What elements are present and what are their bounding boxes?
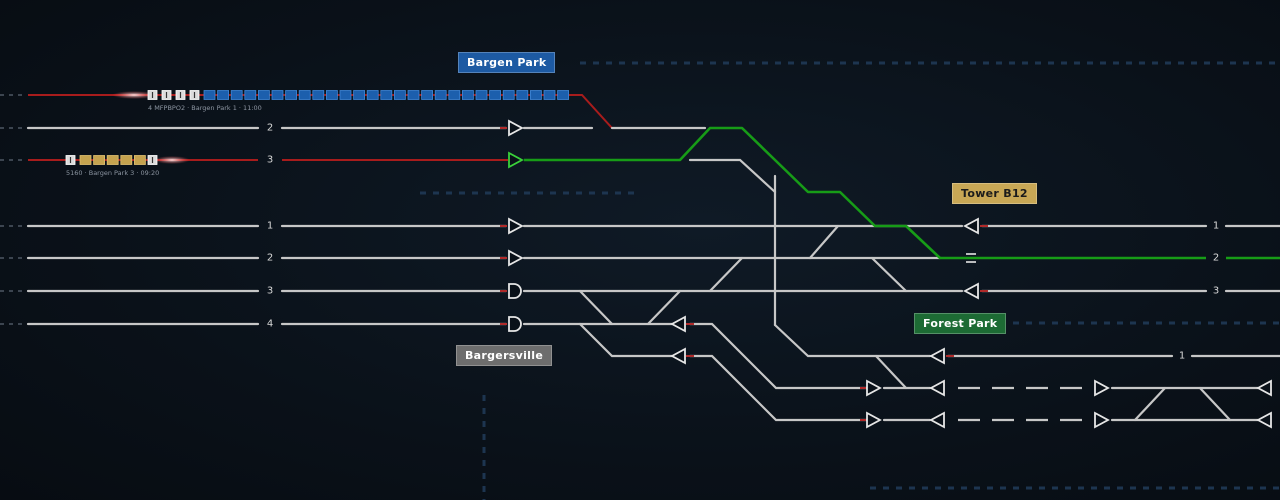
freight-car [106,155,119,165]
signal-east-far-lower-2[interactable] [1094,411,1110,429]
track-number-upper-3: 3 [267,155,273,166]
passenger-car [407,90,420,100]
passenger-car [530,90,542,100]
passenger-car [434,90,447,100]
freight-car [133,155,146,165]
train-mfpbpo2[interactable]: 4 MFPBPO2 · Bargen Park 1 · 11:00 [112,90,569,113]
signal-west-lower-1[interactable] [929,379,945,397]
signal-shunt-main-3[interactable] [508,283,522,299]
signal-west-far-lower-1[interactable] [1256,379,1272,397]
passenger-car [543,90,556,100]
signal-west-far-lower-2[interactable] [1256,411,1272,429]
passenger-car [203,90,216,100]
track-number-east-3: 3 [1213,286,1219,297]
passenger-car [475,90,488,100]
track-number-west-4: 4 [267,319,273,330]
freight-car [93,155,105,165]
signal-west-bargersville-5[interactable] [670,347,686,365]
dashed-track-segments [958,386,1090,422]
signal-east-main-2[interactable] [508,249,524,267]
passenger-car [448,90,461,100]
track-number-west-1: 1 [267,221,273,232]
track-number-east-1: 1 [1213,221,1219,232]
passenger-car [257,90,270,100]
passenger-car [312,90,325,100]
track-number-upper-2: 2 [267,123,273,134]
signal-west-tower-1[interactable] [963,217,979,235]
signal-east-upper-2[interactable] [508,119,524,137]
track-number-forest-1: 1 [1179,351,1185,362]
station-label-tower-b12[interactable]: Tower B12 [952,183,1037,204]
passenger-car [325,90,338,100]
track-number-west-2: 2 [267,253,273,264]
freight-car [120,155,133,165]
passenger-car [502,90,515,100]
track-segments [26,126,1280,422]
passenger-car [380,90,393,100]
passenger-car [557,90,569,100]
tower-marker-icon [966,253,976,263]
passenger-car [339,90,352,100]
passenger-car [217,90,230,100]
passenger-car [353,90,366,100]
passenger-car [366,90,379,100]
freight-car [79,155,92,165]
passenger-car [393,90,406,100]
track-number-west-3: 3 [267,286,273,297]
passenger-car [421,90,434,100]
passenger-car [516,90,529,100]
station-label-bargen-park[interactable]: Bargen Park [458,52,556,73]
station-label-forest-park[interactable]: Forest Park [914,313,1007,334]
passenger-car [461,90,474,100]
signal-west-lower-2[interactable] [929,411,945,429]
passenger-car [271,90,284,100]
passenger-car [489,90,502,100]
background-grid [420,61,1280,500]
passenger-car [285,90,298,100]
signal-east-main-1[interactable] [508,217,524,235]
track-number-east-2: 2 [1213,253,1219,264]
passenger-car [230,90,243,100]
passenger-car [244,90,257,100]
signal-shunt-main-4[interactable] [508,316,522,332]
passenger-car [298,90,311,100]
signal-west-forest-1[interactable] [929,347,945,365]
signal-stubs [500,127,988,421]
left-edge-stubs [0,94,24,325]
train-5160-caption: 5160 · Bargen Park 3 · 09:20 [66,169,159,177]
train-mfpbpo2-caption: 4 MFPBPO2 · Bargen Park 1 · 11:00 [148,104,262,112]
train-5160[interactable]: 5160 · Bargen Park 3 · 09:20 [65,155,190,178]
signal-west-tower-3[interactable] [963,282,979,300]
signal-west-bargersville-4[interactable] [670,315,686,333]
signal-east-lower-1[interactable] [866,379,882,397]
set-route [524,126,1206,260]
station-label-bargersville[interactable]: Bargersville [456,345,553,366]
signal-east-lower-2[interactable] [866,411,882,429]
signal-east-far-lower-1[interactable] [1094,379,1110,397]
signal-east-upper-3-clear[interactable] [508,151,524,169]
